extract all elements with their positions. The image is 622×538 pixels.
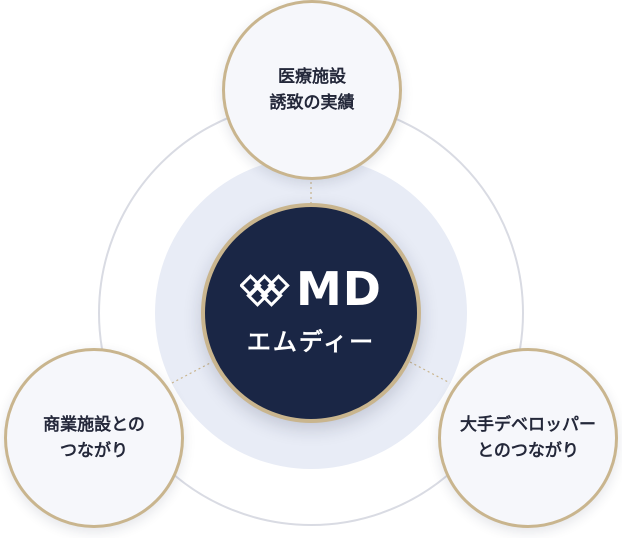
node-label: 医療施設 誘致の実績 xyxy=(270,64,355,117)
logo-subtitle: エムディー xyxy=(246,327,376,356)
connector-left xyxy=(171,361,213,384)
node-label-line1: 医療施設 xyxy=(278,66,346,87)
node-major-developers: 大手デベロッパー とのつながり xyxy=(438,348,618,528)
node-label-line2: つながり xyxy=(60,441,128,461)
node-label: 大手デベロッパー とのつながり xyxy=(460,412,596,465)
node-label: 商業施設との つながり xyxy=(43,412,145,465)
node-label-line1: 商業施設との xyxy=(43,414,145,435)
node-label-line2: 誘致の実績 xyxy=(269,93,355,113)
interlocking-square-icon xyxy=(240,273,290,307)
node-label-line1: 大手デベロッパー xyxy=(460,414,596,435)
node-label-line2: とのつながり xyxy=(477,441,579,461)
node-commercial-facilities: 商業施設との つながり xyxy=(4,348,184,528)
connector-right xyxy=(409,361,451,384)
node-medical-facilities: 医療施設 誘致の実績 xyxy=(222,0,402,180)
center-md-circle: MD エムディー xyxy=(201,203,421,423)
logo-text: MD xyxy=(296,261,382,316)
md-logo: MD xyxy=(240,266,382,312)
